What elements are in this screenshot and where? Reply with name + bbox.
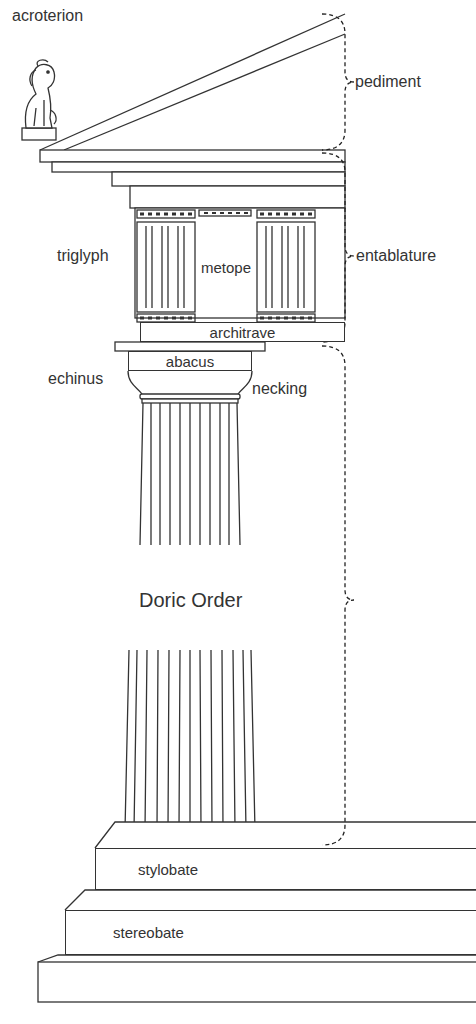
part-label: acroterion [12, 6, 83, 25]
diagram-heading: Doric Order [139, 588, 242, 612]
part-label: echinus [48, 369, 103, 388]
dashed-bracket-part [322, 14, 354, 150]
triglyph-block [137, 222, 315, 322]
column-shaft-part [140, 403, 240, 545]
capital-outline [115, 342, 265, 403]
triglyph-block-part [260, 317, 312, 320]
column-shaft-part [134, 650, 246, 830]
acroterion-sculpture-part [34, 100, 56, 126]
column-shaft [125, 403, 255, 830]
group-label: pediment [355, 72, 421, 91]
part-name: stereobate [113, 924, 184, 941]
pediment-outline-part [40, 150, 345, 162]
abacus-slab: abacus [128, 351, 252, 371]
part-name: stylobate [138, 861, 198, 878]
acroterion-sculpture-part [22, 128, 56, 140]
pediment-outline-part [52, 162, 345, 172]
dashed-bracket-part [322, 346, 354, 845]
frieze-outline-part [257, 210, 315, 218]
group-label: entablature [356, 246, 436, 265]
part-name: metope [201, 259, 251, 276]
frieze-outline-part [260, 213, 312, 216]
frieze-outline-part [135, 208, 345, 318]
capital-outline-part [142, 399, 238, 403]
pediment-outline-part [112, 172, 345, 186]
stepped-base-part [38, 962, 476, 1002]
capital-outline-part [115, 342, 265, 351]
column-shaft-part [125, 650, 255, 830]
stepped-base-part [38, 955, 476, 962]
metope-panel: metope [197, 222, 255, 312]
stylobate-step: stylobate [95, 848, 476, 890]
triglyph-block-part [257, 222, 315, 312]
triglyph-block-part [137, 314, 195, 322]
frieze-outline-part [137, 210, 195, 218]
acroterion-sculpture [22, 60, 56, 140]
pediment-outline-part [40, 14, 345, 150]
stepped-base-part [65, 890, 476, 910]
triglyph-block-part [140, 317, 192, 320]
part-label: necking [252, 379, 307, 398]
acroterion-sculpture-part [47, 71, 49, 73]
capital-outline-part [140, 394, 240, 399]
frieze-outline [135, 208, 345, 318]
triglyph-block-part [137, 222, 195, 312]
frieze-outline-part [199, 210, 251, 216]
dashed-bracket-part [322, 153, 354, 342]
part-name: architrave [210, 324, 276, 341]
acroterion-sculpture-part [25, 65, 54, 128]
pediment-outline-part [64, 34, 345, 150]
triglyph-block-part [257, 314, 315, 322]
part-name: abacus [166, 353, 214, 370]
triglyph-block-part [266, 226, 304, 308]
capital-outline-part [128, 371, 252, 394]
dashed-bracket [322, 14, 354, 845]
triglyph-block-part [146, 226, 184, 308]
pediment-outline [40, 14, 345, 208]
stereobate-step: stereobate [65, 910, 476, 955]
stepped-base-part [95, 822, 476, 848]
architrave-band: architrave [140, 322, 345, 342]
pediment-outline-part [130, 186, 345, 208]
part-label: triglyph [57, 246, 109, 265]
frieze-outline-part [140, 213, 192, 216]
frieze-outline-part [204, 212, 248, 214]
acroterion-sculpture-part [30, 60, 48, 86]
column-shaft-part [151, 403, 229, 545]
